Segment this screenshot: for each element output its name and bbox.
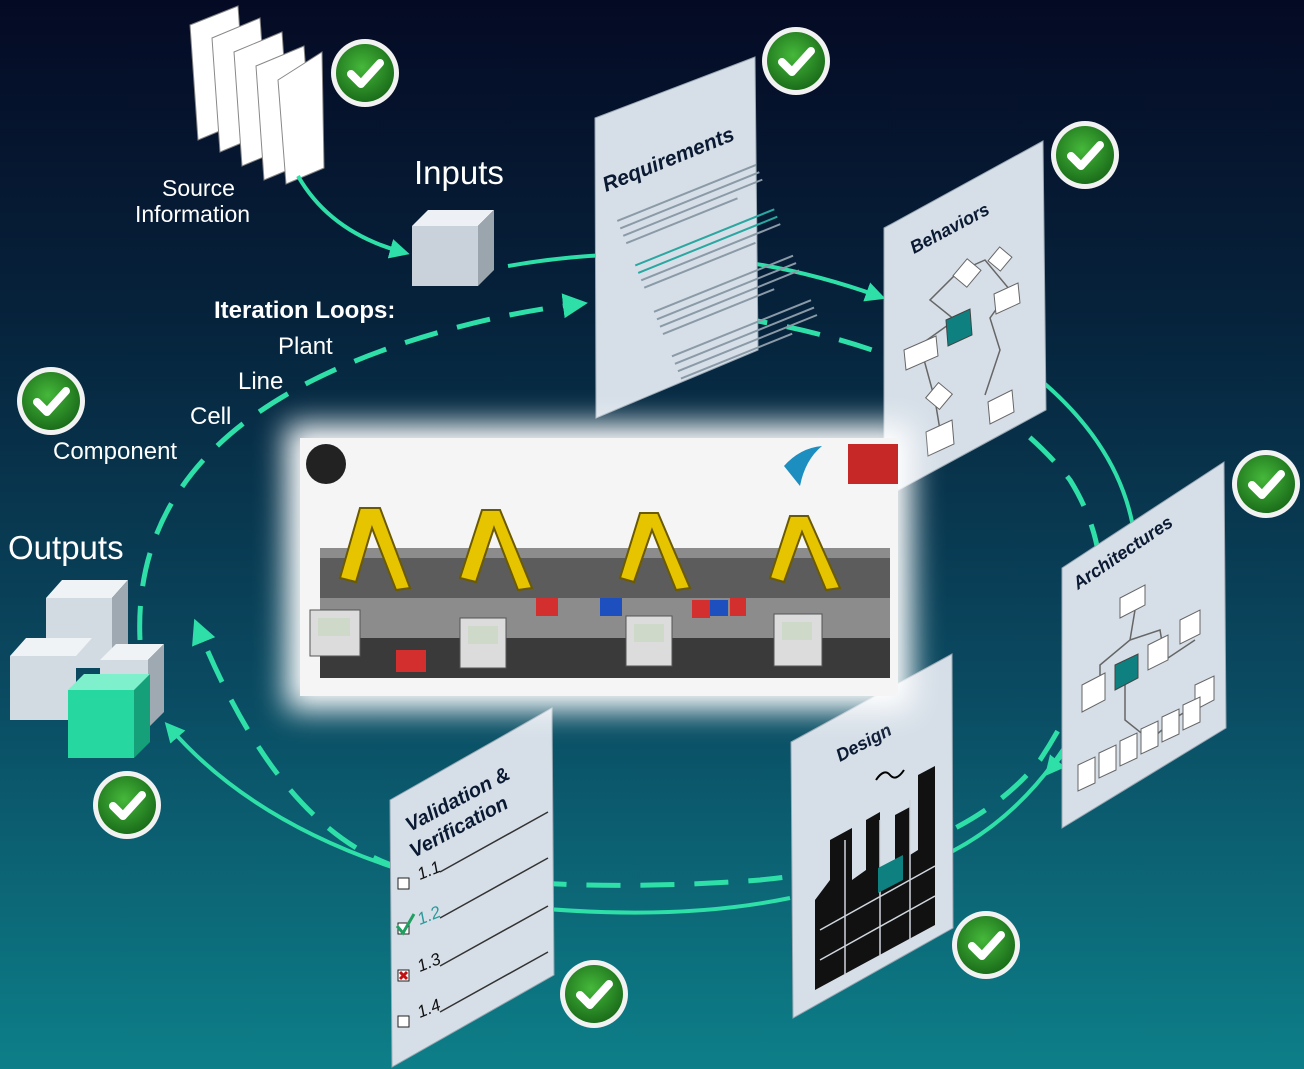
check-badges bbox=[17, 27, 1300, 1028]
check-circle-icon bbox=[762, 27, 830, 95]
source-label-line2: Information bbox=[135, 201, 251, 227]
check-circle-icon bbox=[952, 911, 1020, 979]
logo-left-icon bbox=[306, 444, 346, 484]
output-cubes-icon bbox=[10, 580, 164, 758]
checkbox-4-icon bbox=[397, 1015, 410, 1028]
validation-document: Validation & Verification 1.1 1.2 1.3 1.… bbox=[389, 707, 555, 1068]
check-circle-icon bbox=[331, 39, 399, 107]
check-circle-icon bbox=[560, 960, 628, 1028]
check-circle-icon bbox=[1051, 121, 1119, 189]
factory-model-photo bbox=[300, 438, 898, 696]
source-label-line1: Source bbox=[162, 175, 235, 201]
checkbox-1-icon bbox=[397, 877, 410, 890]
logo-right-icon bbox=[784, 446, 822, 486]
iteration-level-component: Component bbox=[53, 438, 178, 465]
check-circle-icon bbox=[93, 771, 161, 839]
source-to-input-arrow bbox=[296, 175, 410, 259]
architectures-document: Architectures bbox=[1061, 461, 1227, 829]
iteration-level-line: Line bbox=[238, 368, 284, 395]
source-pages-icon bbox=[189, 5, 325, 185]
loop-upper-left bbox=[137, 293, 588, 641]
requirements-document: Requirements bbox=[594, 56, 818, 419]
check-circle-icon bbox=[17, 367, 85, 435]
input-cube-icon bbox=[412, 210, 494, 286]
outputs-label: Outputs bbox=[8, 529, 124, 566]
validation-to-outputs-arrow bbox=[164, 721, 396, 870]
check-circle-icon bbox=[1232, 450, 1300, 518]
design-document: Design bbox=[790, 653, 954, 1019]
inputs-label: Inputs bbox=[414, 154, 504, 191]
iteration-level-plant: Plant bbox=[278, 333, 333, 360]
behaviors-document: Behaviors bbox=[883, 140, 1047, 499]
iteration-loops-title: Iteration Loops: bbox=[214, 297, 396, 324]
iteration-level-cell: Cell bbox=[190, 403, 232, 430]
